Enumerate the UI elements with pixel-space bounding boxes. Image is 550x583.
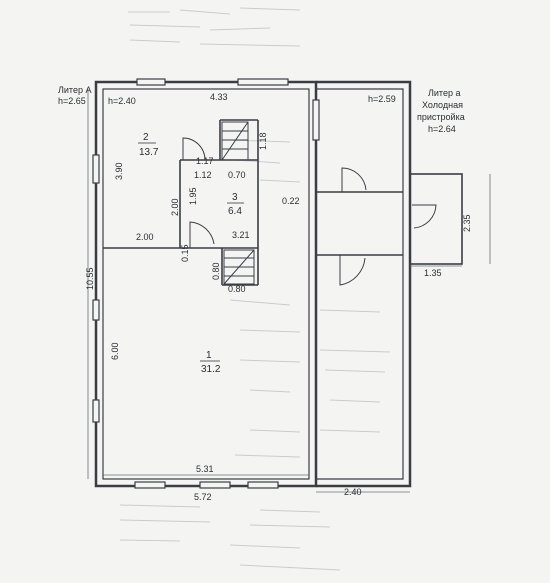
annex-label-line2: Холодная	[422, 100, 463, 110]
annex-label-line4: h=2.64	[428, 124, 456, 134]
room-1-label: 1 31.2	[200, 350, 221, 375]
dim-top-right-main: 4.33	[210, 92, 228, 102]
dim-room2-width: 2.00	[136, 232, 154, 242]
room-2-label: h=2.40 2 13.7	[108, 96, 159, 158]
room-3-area: 6.4	[228, 206, 242, 217]
annex-label-line3: пристройка	[417, 112, 465, 122]
room-2-height: h=2.40	[108, 96, 136, 106]
room-1-number: 1	[206, 350, 212, 361]
room-3-label: 3 6.4	[227, 192, 244, 217]
interior-walls	[103, 119, 403, 286]
dim-room2-height: 3.90	[114, 162, 124, 180]
main-building-walls	[94, 80, 318, 488]
room-2-number: 2	[143, 132, 149, 143]
room-2-area: 13.7	[139, 147, 159, 158]
dim-stair-lower-1: 0.80	[211, 262, 221, 280]
dim-stair-small-3: 0.70	[228, 170, 246, 180]
stairs-upper	[221, 121, 249, 161]
annex-label-line1: Литер а	[428, 88, 460, 98]
dim-stair-small-4: 1.18	[258, 132, 268, 150]
annex-room-height: h=2.59	[368, 94, 396, 104]
main-label-line2: h=2.65	[58, 96, 86, 106]
dim-room3-width: 3.21	[232, 230, 250, 240]
dim-annex-inner: 0.22	[282, 196, 300, 206]
dim-porch-height: 2.35	[462, 214, 472, 232]
dim-total-height: 10.55	[85, 267, 95, 290]
annex-walls	[316, 80, 412, 488]
windows	[92, 78, 320, 489]
dim-room1-height: 6.00	[110, 342, 120, 360]
stairs-lower	[223, 249, 255, 285]
dim-stair-small-1: 1.17	[196, 156, 214, 166]
porch-walls	[409, 173, 463, 265]
dim-annex-width: 2.40	[344, 487, 362, 497]
room-1-area: 31.2	[201, 364, 221, 375]
dim-corridor-height: 1.95	[188, 187, 198, 205]
room-3-number: 3	[232, 192, 238, 203]
dim-stair-small-2: 1.12	[194, 170, 212, 180]
dim-stair-lower-2: 0.80	[228, 284, 246, 294]
dim-porch-width: 1.35	[424, 268, 442, 278]
door-swings	[182, 137, 437, 286]
dim-corridor-v: 2.00	[170, 198, 180, 216]
main-label-line1: Литер А	[58, 85, 91, 95]
dimension-lines	[87, 89, 491, 493]
dim-outer-width: 5.72	[194, 492, 212, 502]
dim-door-small: 0.15	[180, 244, 190, 262]
dim-room1-width: 5.31	[196, 464, 214, 474]
